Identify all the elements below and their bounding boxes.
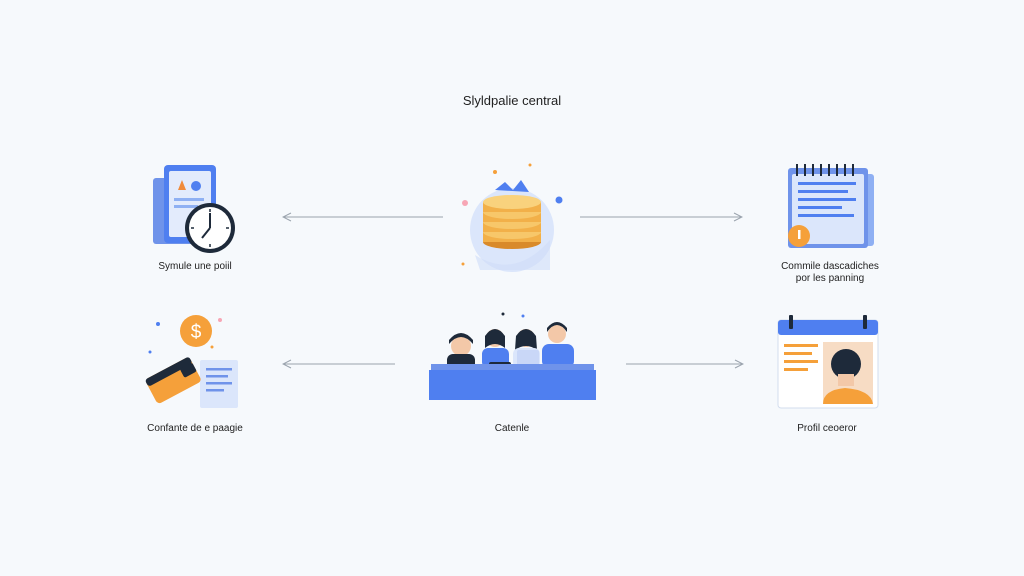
node-bottom-left: $ (140, 312, 245, 412)
node-top-right (780, 160, 880, 255)
coin-stack-icon (461, 163, 563, 272)
node-top-center (455, 160, 570, 275)
document-clock-icon (153, 165, 235, 253)
wallet-money-icon: $ (145, 315, 238, 408)
node-bottom-left-label: Confante de e paagie (147, 423, 243, 434)
node-bottom-center (425, 310, 600, 405)
node-top-right-label-1: Commile dascadiches (781, 261, 879, 272)
node-bottom-right (775, 312, 880, 412)
node-bottom-center-label: Catenle (494, 423, 530, 434)
calendar-profile-icon (777, 315, 879, 409)
node-top-left (150, 160, 240, 255)
notepad-icon (788, 164, 874, 248)
svg-text:$: $ (191, 322, 202, 343)
node-bottom-right-label: Profil ceoeror (797, 423, 857, 434)
diagram-title: Slyldpalie central (462, 93, 562, 108)
team-desk-icon (429, 312, 596, 400)
node-top-right-label-2: por les panning (795, 273, 865, 284)
node-top-left-label: Symule une poiil (158, 261, 232, 272)
